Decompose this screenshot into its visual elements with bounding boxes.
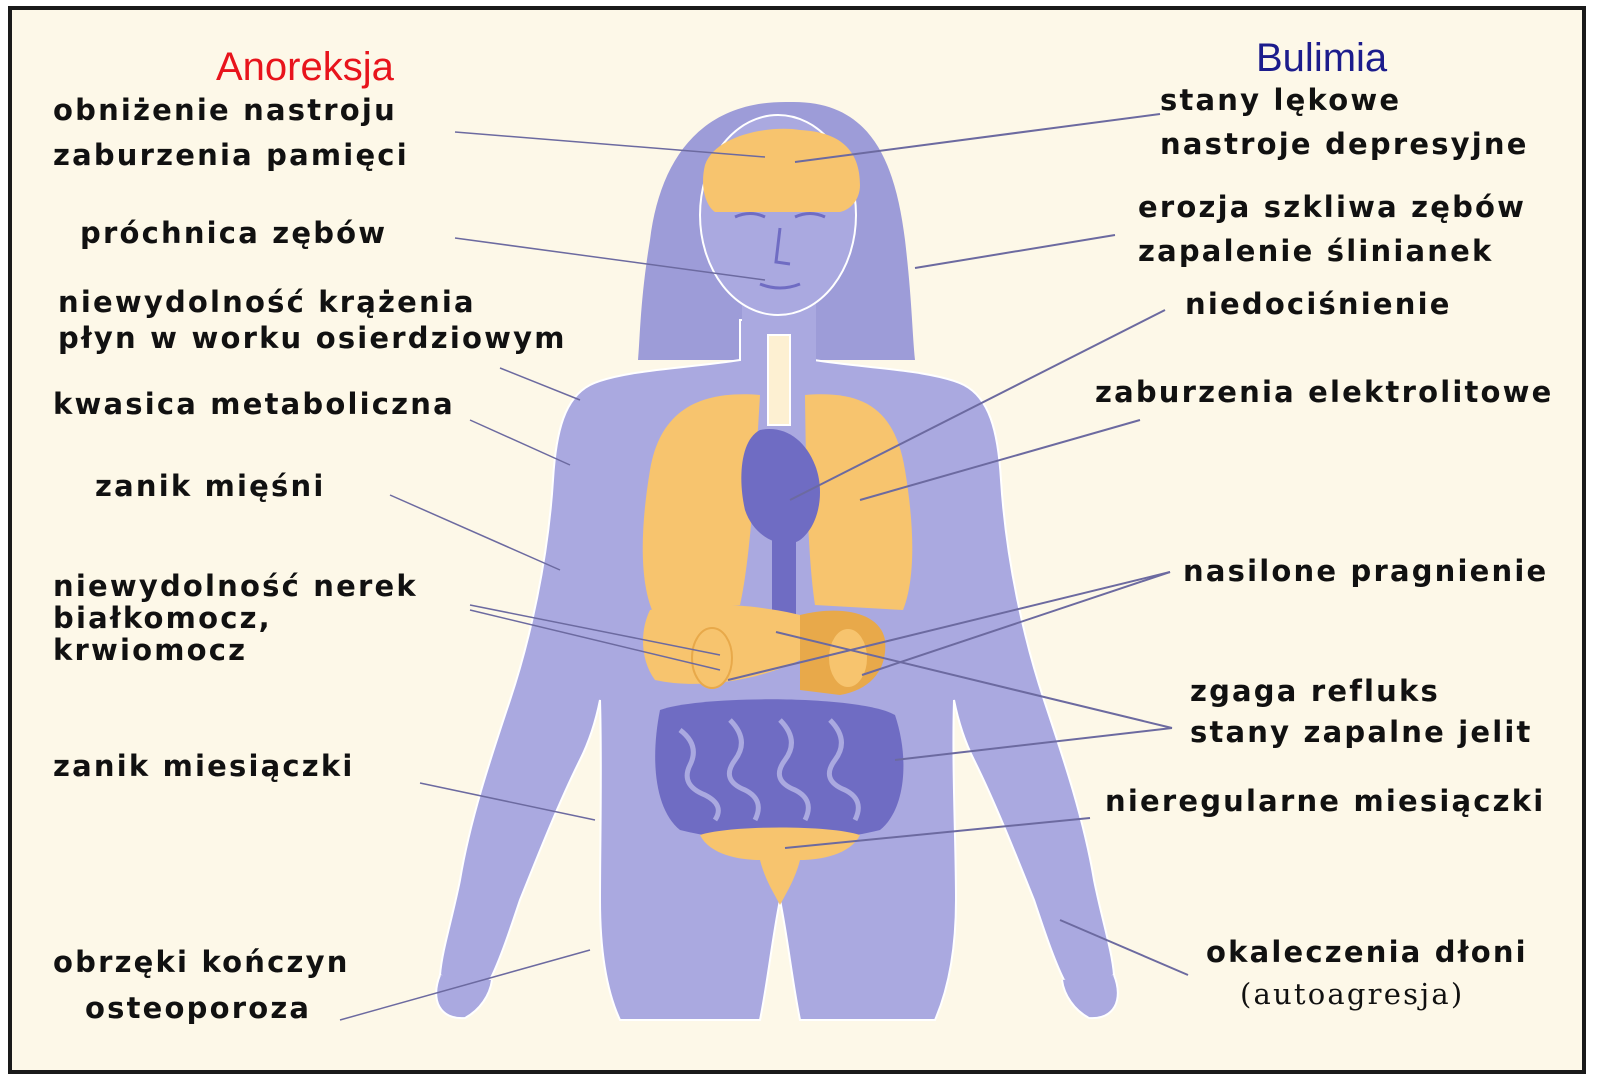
anorexia-label-caries: próchnica zębów: [80, 219, 387, 248]
bulimia-label-salivary-inflammation: zapalenie ślinianek: [1138, 237, 1493, 266]
anorexia-label-muscle-atrophy: zanik mięśni: [95, 472, 326, 501]
bulimia-label-irregular-menstruation: nieregularne miesiączki: [1105, 787, 1545, 816]
bulimia-label-increased-thirst: nasilone pragnienie: [1183, 557, 1548, 586]
anorexia-heading: Anoreksja: [216, 47, 394, 87]
anorexia-label-proteinuria: białkomocz,: [53, 604, 272, 633]
esophagus: [772, 540, 796, 620]
anorexia-label-amenorrhea: zanik miesiączki: [53, 752, 355, 781]
anorexia-label-hematuria: krwiomocz: [53, 636, 247, 665]
kidney-right: [828, 628, 868, 688]
bulimia-label-depressive-mood: nastroje depresyjne: [1160, 130, 1529, 159]
trachea: [768, 335, 790, 425]
kidney-left: [692, 628, 732, 688]
bulimia-label-anxiety: stany lękowe: [1160, 86, 1401, 115]
bulimia-label-hand-injuries: okaleczenia dłoni: [1206, 938, 1528, 967]
anorexia-label-mood-decrease: obniżenie nastroju: [53, 96, 397, 125]
bulimia-label-enamel-erosion: erozja szkliwa zębów: [1138, 193, 1526, 222]
anorexia-label-pericardial-fluid: płyn w worku osierdziowym: [58, 324, 567, 353]
bulimia-label-bowel-inflammation: stany zapalne jelit: [1190, 718, 1533, 747]
anorexia-label-circulatory-failure: niewydolność krążenia: [58, 288, 476, 317]
anorexia-label-memory: zaburzenia pamięci: [53, 141, 409, 170]
bulimia-label-heartburn: zgaga refluks: [1190, 677, 1440, 706]
anorexia-label-osteoporosis: osteoporoza: [85, 994, 311, 1023]
anorexia-label-acidosis: kwasica metaboliczna: [53, 390, 455, 419]
bulimia-label-hypotension: niedociśnienie: [1185, 290, 1452, 319]
anorexia-label-kidney-failure: niewydolność nerek: [53, 572, 418, 601]
anorexia-label-edema: obrzęki kończyn: [53, 948, 350, 977]
bulimia-label-electrolyte-disorders: zaburzenia elektrolitowe: [1095, 378, 1554, 407]
bulimia-heading: Bulimia: [1256, 38, 1387, 78]
bulimia-label-self-harm: (autoagresja): [1240, 980, 1464, 1009]
